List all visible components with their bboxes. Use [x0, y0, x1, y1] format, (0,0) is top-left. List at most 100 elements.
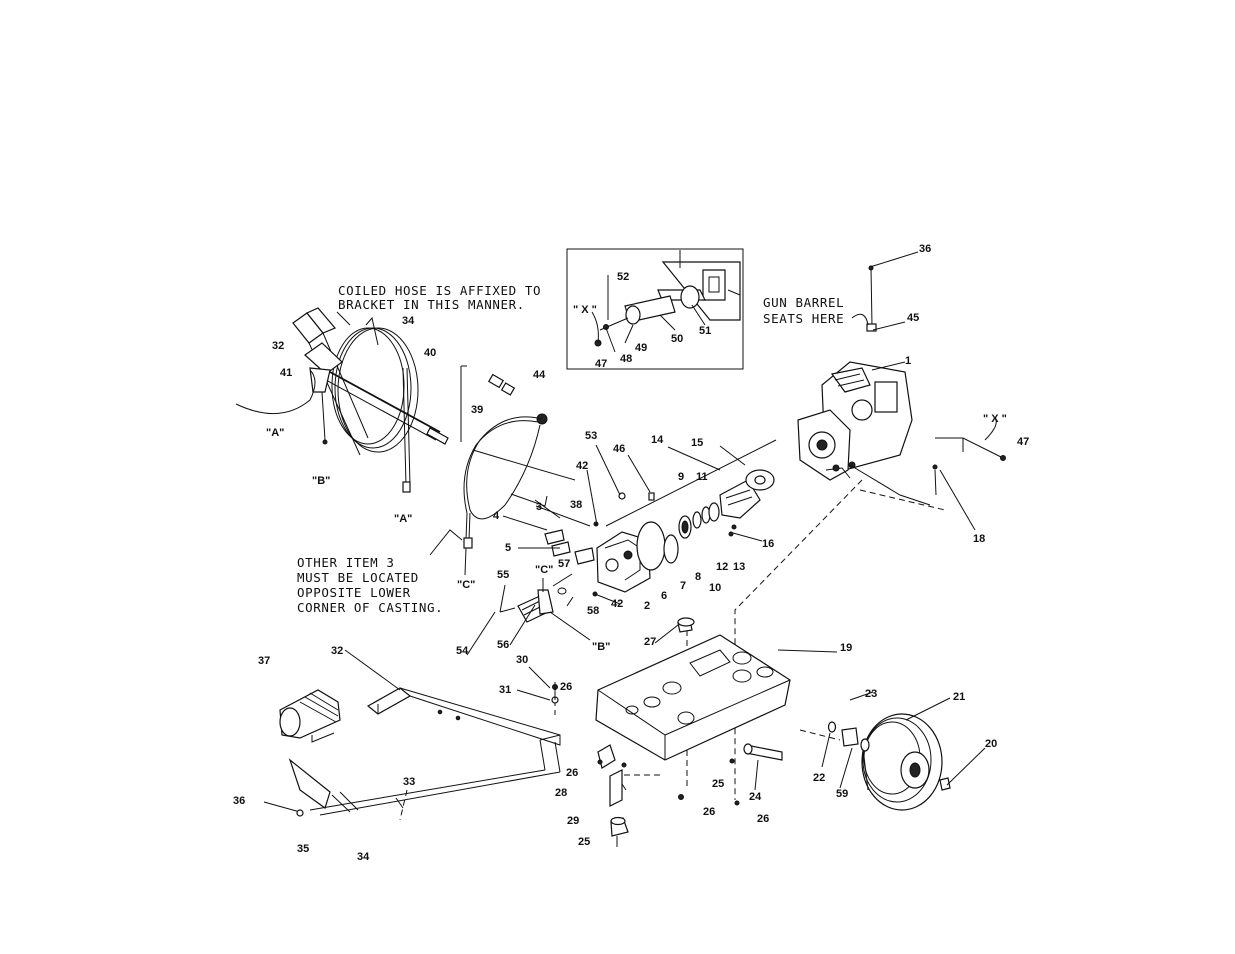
- callout-26-b: 26: [703, 806, 715, 818]
- wheel-assembly: [743, 713, 951, 811]
- reference-markers: "A" "B" "A" "C" "C" "B" " X " " X ": [266, 304, 1007, 653]
- x-marker-right: [935, 417, 1006, 461]
- callout-22: 22: [813, 772, 825, 784]
- unloader-valve: [499, 578, 598, 641]
- marker-b-top: "B": [312, 475, 330, 487]
- callout-16: 16: [762, 538, 774, 550]
- svg-text:OTHER ITEM 3: OTHER ITEM 3: [297, 555, 395, 570]
- marker-x-inset: " X ": [573, 304, 597, 316]
- callout-36-b: 36: [233, 795, 245, 807]
- callout-47-a: 47: [595, 358, 607, 370]
- callout-8: 8: [695, 571, 701, 583]
- svg-text:CORNER OF CASTING.: CORNER OF CASTING.: [297, 600, 443, 615]
- gun-seat-leader: [851, 313, 869, 326]
- callout-15: 15: [691, 437, 703, 449]
- marker-b-valve: "B": [592, 641, 610, 653]
- pump-assembly: [544, 439, 777, 593]
- callout-25-b: 25: [578, 836, 590, 848]
- hose-reel-assembly: [235, 307, 449, 493]
- marker-c-valve: "C": [535, 564, 553, 576]
- callout-51: 51: [699, 325, 711, 337]
- foot-bracket: [551, 682, 740, 847]
- callout-34-a: 34: [402, 315, 415, 327]
- note-coiled-hose: COILED HOSE IS AFFIXED TO BRACKET IN THI…: [338, 283, 541, 312]
- svg-text:MUST BE LOCATED: MUST BE LOCATED: [297, 570, 419, 585]
- callout-20: 20: [985, 738, 997, 750]
- callout-5: 5: [505, 542, 511, 554]
- marker-c-hose: "C": [457, 579, 475, 591]
- callout-24: 24: [749, 791, 762, 803]
- handle-assembly: [263, 687, 561, 817]
- marker-a-top: "A": [266, 427, 284, 439]
- callout-7: 7: [680, 580, 686, 592]
- svg-text:COILED HOSE IS AFFIXED TO: COILED HOSE IS AFFIXED TO: [338, 283, 541, 298]
- callout-40: 40: [424, 347, 436, 359]
- callout-32-a: 32: [272, 340, 284, 352]
- callout-54: 54: [456, 645, 469, 657]
- callout-21: 21: [953, 691, 965, 703]
- svg-text:OPPOSITE LOWER: OPPOSITE LOWER: [297, 585, 411, 600]
- callout-44: 44: [533, 369, 546, 381]
- callout-42-b: 42: [611, 598, 623, 610]
- callout-31: 31: [499, 684, 511, 696]
- leader-lines: [336, 251, 986, 791]
- callout-1: 1: [905, 355, 911, 367]
- part-callouts: 1 2 3 4 5 6 7 8 9 10 11 12 13 14 15 16 1…: [233, 243, 1029, 863]
- callout-36-a: 36: [919, 243, 931, 255]
- callout-56: 56: [497, 639, 509, 651]
- callout-3: 3: [536, 501, 542, 513]
- callout-53: 53: [585, 430, 597, 442]
- callout-47-b: 47: [1017, 436, 1029, 448]
- callout-45: 45: [907, 312, 919, 324]
- callout-26-c: 26: [757, 813, 769, 825]
- callout-26-d: 26: [560, 681, 572, 693]
- callout-27: 27: [644, 636, 656, 648]
- callout-57: 57: [558, 558, 570, 570]
- callout-19: 19: [840, 642, 852, 654]
- callout-12: 12: [716, 561, 728, 573]
- base-plate: [595, 617, 791, 761]
- svg-text:GUN BARREL: GUN BARREL: [763, 295, 844, 310]
- callout-52: 52: [617, 271, 629, 283]
- callout-58: 58: [587, 605, 599, 617]
- callout-48: 48: [620, 353, 632, 365]
- callout-37: 37: [258, 655, 270, 667]
- callout-41: 41: [280, 367, 292, 379]
- marker-x-right: " X ": [983, 413, 1007, 425]
- callout-34-b: 34: [357, 851, 370, 863]
- callout-42-a: 42: [576, 460, 588, 472]
- callout-28: 28: [555, 787, 567, 799]
- callout-6: 6: [661, 590, 667, 602]
- callout-23: 23: [865, 688, 877, 700]
- callout-18: 18: [973, 533, 985, 545]
- callout-50: 50: [671, 333, 683, 345]
- callout-33: 33: [403, 776, 415, 788]
- inset-detail-box: [566, 248, 744, 370]
- callout-59: 59: [836, 788, 848, 800]
- callout-4: 4: [493, 510, 500, 522]
- callout-38: 38: [570, 499, 582, 511]
- callout-26-a: 26: [566, 767, 578, 779]
- hose-fittings: [460, 365, 548, 576]
- callout-55: 55: [497, 569, 509, 581]
- marker-a-hose: "A": [394, 513, 412, 525]
- callout-10: 10: [709, 582, 721, 594]
- note-gun-barrel: GUN BARREL SEATS HERE: [763, 295, 844, 326]
- callout-29: 29: [567, 815, 579, 827]
- callout-11: 11: [696, 471, 708, 483]
- callout-35: 35: [297, 843, 309, 855]
- callout-2: 2: [644, 600, 650, 612]
- note-other-item: OTHER ITEM 3 MUST BE LOCATED OPPOSITE LO…: [297, 555, 443, 615]
- callout-9: 9: [678, 471, 684, 483]
- callout-32-b: 32: [331, 645, 343, 657]
- callout-25-a: 25: [712, 778, 724, 790]
- callout-13: 13: [733, 561, 745, 573]
- callout-30: 30: [516, 654, 528, 666]
- callout-39: 39: [471, 404, 483, 416]
- callout-14: 14: [651, 434, 664, 446]
- engine: [797, 265, 938, 506]
- callout-49: 49: [635, 342, 647, 354]
- svg-text:SEATS HERE: SEATS HERE: [763, 311, 844, 326]
- svg-text:BRACKET IN THIS MANNER.: BRACKET IN THIS MANNER.: [338, 297, 525, 312]
